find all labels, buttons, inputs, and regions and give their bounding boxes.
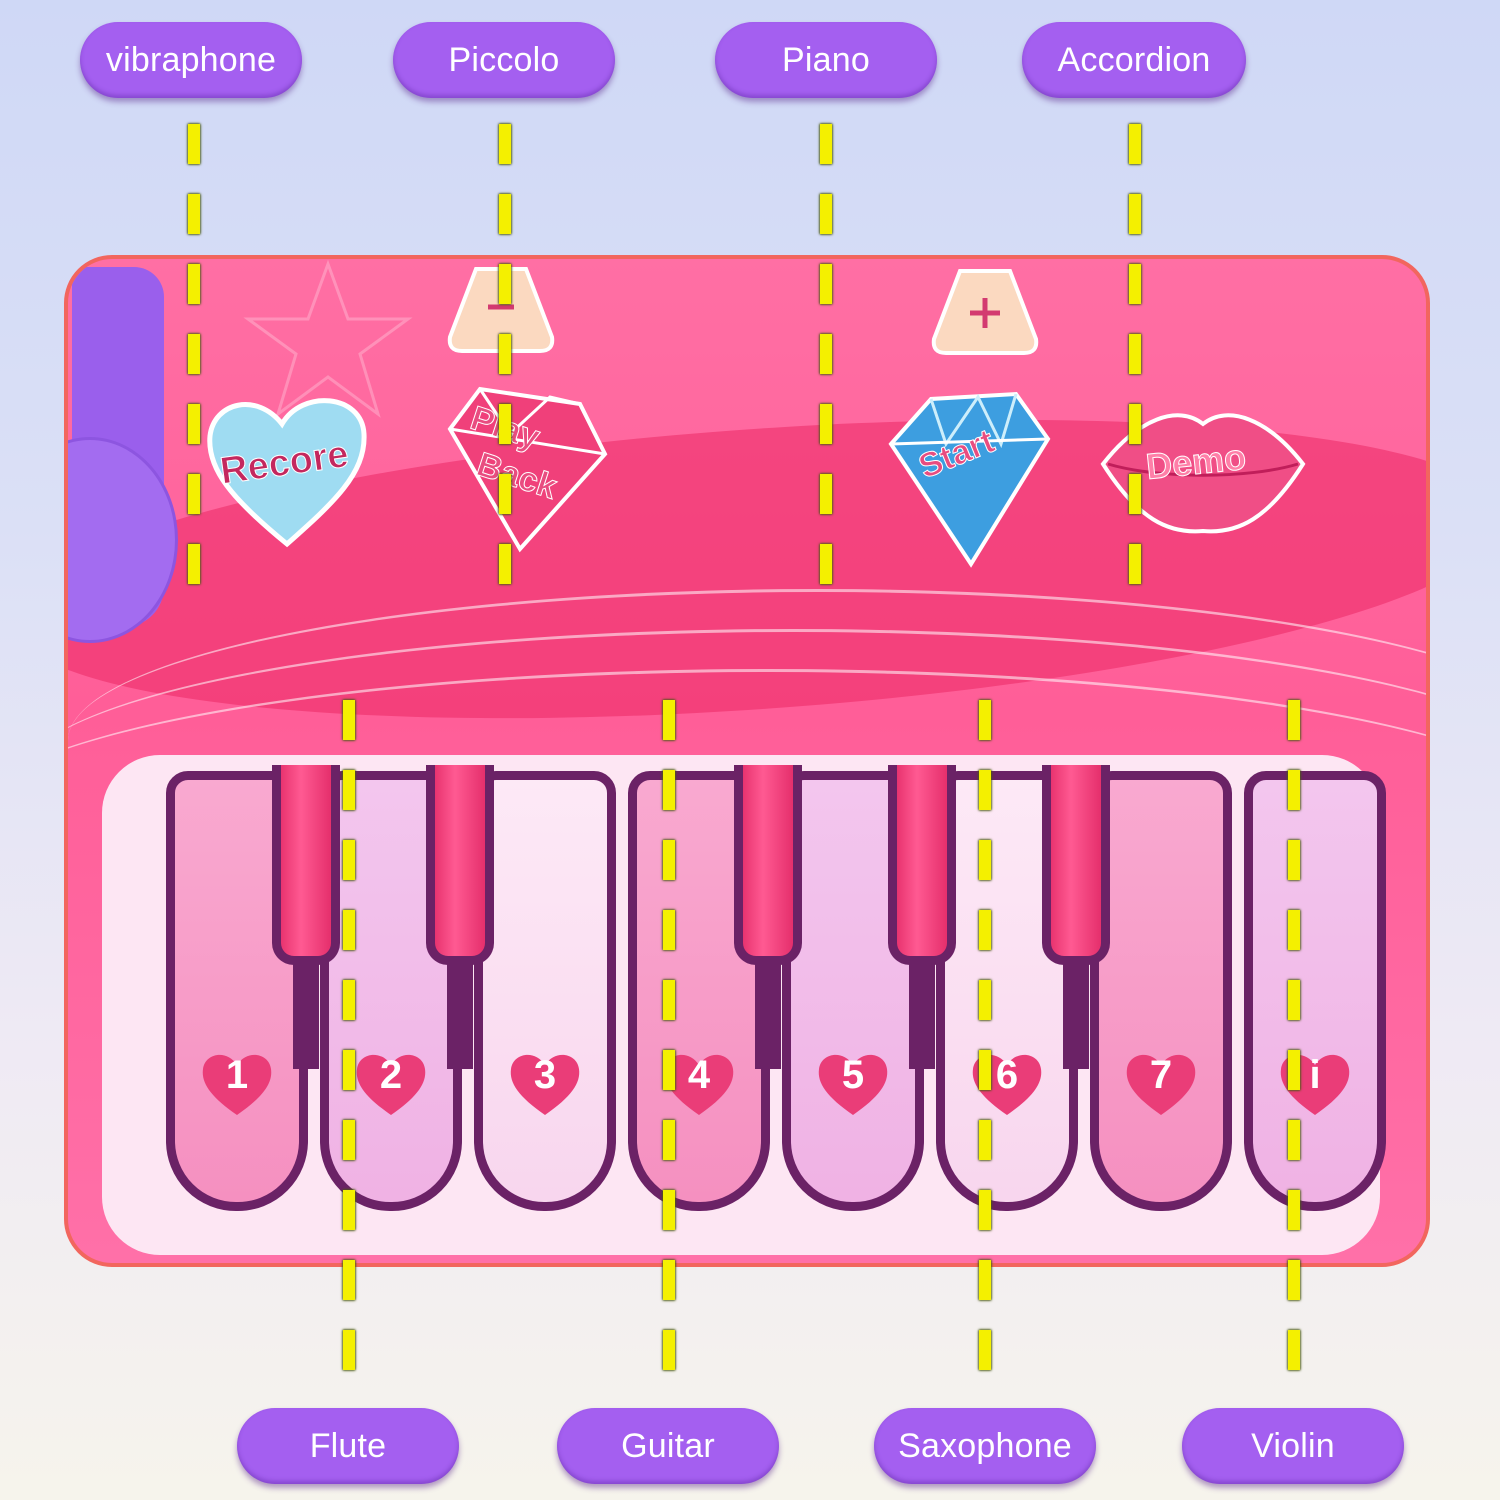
heart-icon — [1126, 1054, 1196, 1115]
black-key-4[interactable] — [888, 765, 956, 965]
staff-line — [68, 629, 1426, 932]
black-key-stem — [1063, 959, 1089, 1069]
key-number: i — [1309, 1053, 1321, 1097]
volume-up-button[interactable] — [930, 267, 1040, 357]
connector-accordion — [1129, 124, 1141, 600]
lips-icon — [1100, 413, 1306, 534]
heart-icon — [356, 1054, 426, 1115]
record-button[interactable]: Recore — [202, 384, 372, 554]
heart-icon — [207, 398, 367, 548]
black-key-stem — [909, 959, 935, 1069]
black-key-3[interactable] — [734, 765, 802, 965]
label-guitar: Guitar — [557, 1408, 779, 1484]
heart-icon — [664, 1054, 734, 1115]
key-heart-3: 3 — [507, 1047, 583, 1117]
key-heart-7: 7 — [1123, 1047, 1199, 1117]
keybed: 1 2 3 4 5 6 7 — [166, 765, 1386, 1231]
key-7[interactable] — [1090, 771, 1232, 1211]
star-decoration — [243, 259, 413, 418]
label-vibraphone: vibraphone — [80, 22, 302, 98]
connector-violin — [1288, 700, 1300, 1390]
key-4[interactable] — [628, 771, 770, 1211]
key-number: 7 — [1149, 1053, 1173, 1097]
black-key-stem — [447, 959, 473, 1069]
keyboard: 1 2 3 4 5 6 7 — [102, 755, 1386, 1255]
key-number: 4 — [687, 1053, 711, 1097]
diamond-icon — [888, 391, 1051, 568]
speaker-module — [68, 267, 178, 643]
staff-line — [68, 669, 1426, 972]
black-key-1[interactable] — [272, 765, 340, 965]
connector-guitar — [663, 700, 675, 1390]
black-key-stem — [755, 959, 781, 1069]
key-heart-2: 2 — [353, 1047, 429, 1117]
demo-button[interactable]: Demo — [1098, 399, 1308, 539]
key-number: 1 — [225, 1053, 249, 1097]
label-piccolo: Piccolo — [393, 22, 615, 98]
label-saxophone: Saxophone — [874, 1408, 1096, 1484]
connector-flute — [343, 700, 355, 1390]
black-key-stem — [293, 959, 319, 1069]
key-number: 2 — [379, 1053, 403, 1097]
key-heart-5: 5 — [815, 1047, 891, 1117]
piano-mat: Recore Play Back Start Demo 🎼 🎸 🎹 🎷 🎻 — [64, 255, 1430, 1267]
playback-button[interactable]: Play Back — [440, 379, 610, 554]
key-high-1[interactable] — [1244, 771, 1386, 1211]
label-piano: Piano — [715, 22, 937, 98]
connector-vibraphone — [188, 124, 200, 600]
connector-saxophone — [979, 700, 991, 1390]
staff-line — [68, 589, 1426, 892]
heart-icon — [818, 1054, 888, 1115]
key-3[interactable] — [474, 771, 616, 1211]
connector-piccolo — [499, 124, 511, 600]
heart-icon — [510, 1054, 580, 1115]
connector-piano — [820, 124, 832, 600]
black-key-5[interactable] — [1042, 765, 1110, 965]
start-button[interactable]: Start — [886, 389, 1056, 569]
key-number: 3 — [533, 1053, 557, 1097]
label-accordion: Accordion — [1022, 22, 1246, 98]
black-key-2[interactable] — [426, 765, 494, 965]
key-number: 6 — [995, 1053, 1019, 1097]
label-violin: Violin — [1182, 1408, 1404, 1484]
key-number: 5 — [841, 1053, 865, 1097]
label-flute: Flute — [237, 1408, 459, 1484]
key-heart-4: 4 — [661, 1047, 737, 1117]
heart-icon — [202, 1054, 272, 1115]
key-heart-1: 1 — [199, 1047, 275, 1117]
